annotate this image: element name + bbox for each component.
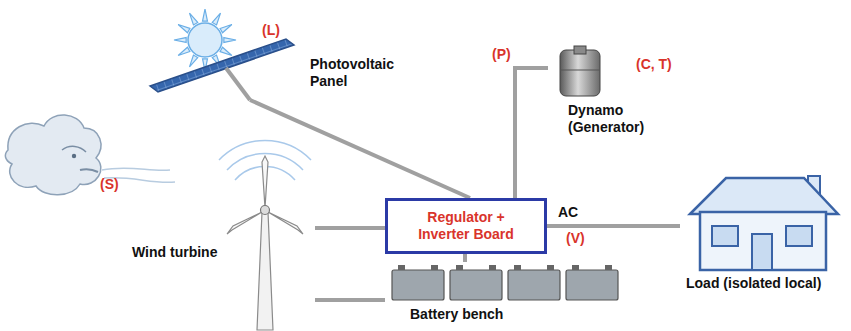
battery [392, 265, 444, 300]
callout-letter: (L) [262, 22, 280, 39]
battery [514, 265, 521, 270]
wind-turbine-node: Wind turbine [100, 128, 315, 328]
battery [456, 265, 463, 270]
battery-icons [392, 265, 618, 300]
battery [547, 265, 554, 270]
turbine-tower [257, 212, 273, 330]
sun-ray [174, 38, 186, 43]
wind-face-icon [5, 115, 175, 195]
regulator-box: Regulator + Inverter Board [385, 198, 547, 254]
sun-ray [203, 9, 208, 21]
power-wire [315, 298, 385, 302]
power-wire [463, 254, 467, 262]
power-wire [250, 100, 470, 198]
battery [489, 265, 496, 270]
turbine-hub [261, 206, 270, 215]
battery [450, 270, 502, 300]
house-wall [700, 212, 826, 270]
node-label: Battery bench [410, 306, 550, 323]
pv-wire-stub [226, 68, 250, 100]
sun-ray [178, 47, 190, 55]
sun-disc [188, 23, 222, 57]
callout-letter: (C, T) [636, 56, 672, 73]
node-label: Wind turbine [132, 244, 252, 261]
battery [566, 270, 618, 300]
pv-panel-icon [150, 39, 294, 100]
battery [392, 270, 444, 300]
pv-panel-node: Photovoltaic Panel [145, 32, 415, 100]
wind-face-brow [62, 146, 86, 152]
node-label: Dynamo (Generator) [568, 102, 656, 136]
house-window [786, 226, 812, 246]
dynamo-body [560, 50, 600, 96]
sun-ray [224, 38, 236, 43]
power-wire [547, 224, 680, 228]
sun-ray [212, 13, 220, 25]
wind-face-eye [72, 154, 76, 158]
sun-ray [190, 55, 198, 67]
edge-label: AC [556, 204, 580, 221]
dynamo-icon [560, 46, 600, 96]
turbine-blade [227, 212, 262, 234]
wind-turbine-icon [219, 140, 311, 330]
battery [572, 265, 579, 270]
battery [431, 265, 438, 270]
battery [566, 265, 618, 300]
power-wire [515, 68, 548, 198]
callout-letter: (S) [100, 176, 119, 193]
battery [605, 265, 612, 270]
sun-ray [190, 13, 198, 25]
node-label: Regulator + Inverter Board [404, 209, 528, 243]
sun-ray [220, 47, 232, 55]
node-label: Load (isolated local) [686, 275, 844, 292]
battery [508, 265, 560, 300]
battery [450, 265, 502, 300]
house-door [752, 234, 772, 270]
sun-ray [178, 25, 190, 33]
dynamo-seam [560, 70, 600, 71]
battery-node: Battery bench [385, 262, 625, 328]
house-window [712, 226, 738, 246]
node-label: Photovoltaic Panel [310, 56, 410, 90]
load-node: Load (isolated local) [680, 165, 848, 300]
battery [398, 265, 405, 270]
power-wire [315, 226, 385, 230]
callout-letter: (V) [566, 230, 585, 247]
battery [508, 270, 560, 300]
house-icon [690, 176, 838, 270]
dynamo-cap [574, 46, 586, 54]
turbine-blade [262, 156, 268, 208]
wind-face-mouth [80, 169, 98, 172]
callout-letter: (P) [492, 46, 511, 63]
sun-ray [220, 25, 232, 33]
turbine-blade [268, 212, 303, 234]
house-roof [690, 178, 838, 214]
pv-panel [150, 39, 294, 92]
wind-cloud [5, 115, 101, 195]
